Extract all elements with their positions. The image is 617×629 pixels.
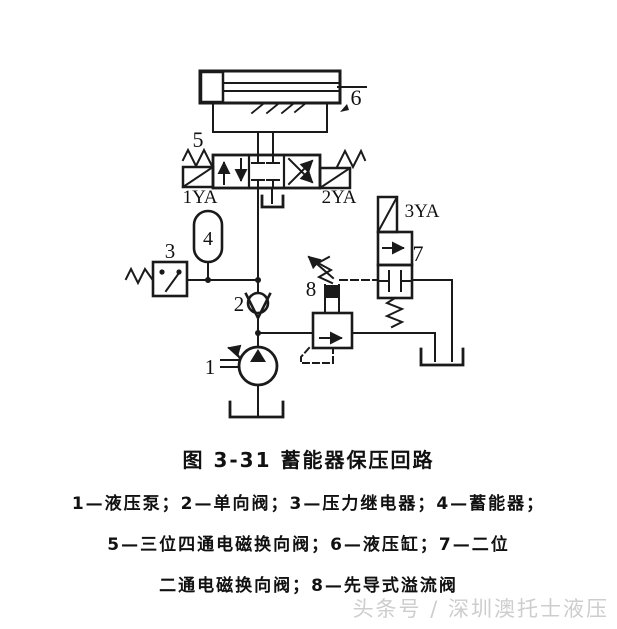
valve7-blocked-ports — [377, 270, 413, 292]
cylinder-barrel — [198, 69, 342, 105]
legend-line-3: 二通电磁换向阀；8—先导式溢流阀 — [159, 576, 458, 596]
pilot-lines — [300, 279, 378, 364]
valve7-spring — [384, 296, 405, 329]
pump-flow-triangle — [250, 349, 266, 362]
valve5-body — [211, 153, 322, 190]
pipe-lines — [186, 86, 453, 416]
solenoid-1ya-diagonal — [181, 165, 215, 189]
relay-box — [151, 260, 189, 298]
valve5-center-blocked-ports — [251, 154, 280, 189]
pipe-valve7-return — [411, 279, 453, 362]
relief-spring — [315, 255, 334, 285]
solenoid-2ya-diagonal — [318, 166, 352, 190]
legend-line-2: 5—三位四通电磁换向阀；6—液压缸；7—二位 — [107, 535, 510, 555]
solenoid-3ya-diagonal — [376, 195, 399, 234]
junction-relay-branch — [255, 277, 261, 283]
relay-contact-dot-1 — [159, 269, 165, 275]
label-pump: 1 — [205, 355, 216, 379]
check-valve — [244, 291, 272, 321]
label-relief-valve: 8 — [306, 277, 317, 301]
load-hatching — [250, 101, 308, 115]
solenoid-2ya-box — [318, 166, 352, 190]
cylinder-piston — [199, 70, 225, 104]
pump-shaft — [220, 359, 240, 368]
valve5-right-spring — [335, 148, 367, 170]
figure-caption: 图 3-31 蓄能器保压回路 1—液压泵；2—单向阀；3—压力继电器；4—蓄能器… — [0, 438, 617, 596]
accumulator — [192, 209, 224, 264]
valve5-dividers — [247, 153, 286, 190]
junction-dots — [205, 277, 261, 336]
label-6-leader-arrow — [340, 104, 349, 112]
label-solenoid-3ya: 3YA — [405, 201, 440, 222]
hydraulic-circuit-diagram: 1 2 3 4 5 6 7 8 1YA 2YA 3YA — [124, 69, 465, 419]
solenoid-1ya-box — [181, 165, 215, 189]
relief-drain-dashed — [300, 346, 334, 364]
hydraulic-cylinder — [198, 69, 349, 115]
label-solenoid-2ya: 2YA — [322, 187, 357, 208]
relief-pilot-block — [325, 285, 339, 298]
check-valve-seat — [244, 292, 272, 321]
junction-accumulator — [205, 277, 211, 283]
valve5-cross-arrow-2 — [287, 159, 314, 186]
relay-spring — [124, 266, 154, 286]
label-pressure-relay: 3 — [165, 239, 176, 263]
label-solenoid-1ya: 1YA — [183, 187, 218, 208]
watermark-text: 头条号 / 深圳澳托士液压 — [352, 597, 609, 621]
relay-switch-lever — [164, 271, 181, 293]
valve5-tank-symbol — [260, 194, 285, 209]
pump-tank-symbol — [228, 400, 285, 419]
piston-rod — [222, 82, 339, 92]
component-labels: 1 2 3 4 5 6 7 8 1YA 2YA 3YA — [165, 85, 440, 379]
relief-adjust-arrow — [307, 255, 335, 280]
label-two-position-valve: 7 — [413, 241, 424, 266]
legend-line-1: 1—液压泵；2—单向阀；3—压力继电器；4—蓄能器； — [71, 494, 546, 514]
pressure-relay — [124, 260, 189, 298]
label-accumulator: 4 — [203, 228, 213, 250]
pump-rotation-arrow — [227, 344, 242, 361]
relief-body — [311, 311, 354, 350]
label-directional-valve: 5 — [193, 127, 204, 152]
accumulator-shell — [192, 209, 224, 264]
pipe-relief-outlet — [351, 332, 436, 362]
label-check-valve: 2 — [234, 292, 245, 316]
label-cylinder: 6 — [351, 85, 362, 110]
junction-relief-branch — [255, 330, 261, 336]
hydraulic-pump — [220, 344, 285, 419]
valve5-left-spring — [181, 147, 214, 169]
figure-title: 图 3-31 蓄能器保压回路 — [182, 448, 435, 472]
two-position-valve-7 — [376, 195, 465, 367]
directional-valve-5 — [181, 147, 367, 209]
right-tank-symbol — [419, 347, 465, 367]
valve5-cross-arrow-1 — [287, 157, 314, 184]
pilot-relief-valve — [307, 255, 354, 350]
